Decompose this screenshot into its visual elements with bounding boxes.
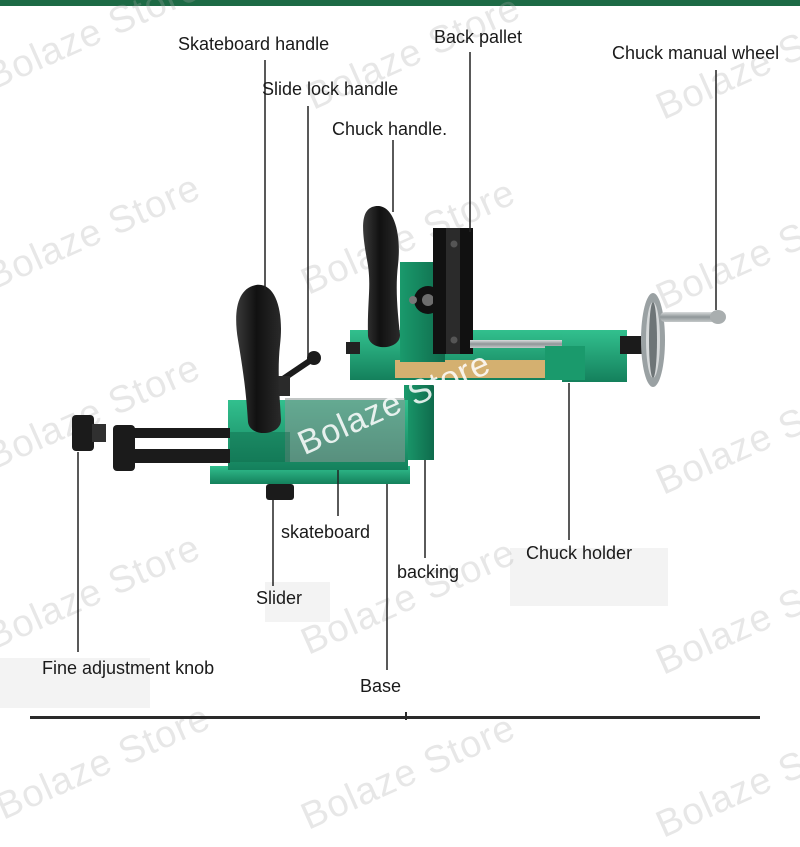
background-panel (265, 582, 330, 622)
label-chuck-holder: Chuck holder (526, 543, 633, 563)
label-slide-lock-handle: Slide lock handle (262, 79, 399, 99)
base (210, 398, 410, 484)
label-base: Base (360, 676, 402, 696)
chuck-manual-wheel (620, 293, 726, 387)
back-pallet (433, 228, 473, 354)
slider (266, 484, 294, 500)
bottom-divider-tick (405, 712, 407, 720)
label-chuck-manual-wheel: Chuck manual wheel (612, 43, 780, 63)
label-fine-adjustment-knob: Fine adjustment knob (42, 658, 215, 678)
label-skateboard: skateboard (281, 522, 371, 542)
backing (346, 342, 434, 460)
bottom-divider (30, 716, 760, 719)
lead-screw (470, 340, 650, 348)
top-brand-bar (0, 0, 800, 6)
background-panel (0, 658, 150, 708)
label-back-pallet: Back pallet (434, 27, 523, 47)
slide-lock-handle (272, 351, 321, 396)
skateboard-handle (236, 284, 281, 434)
fine-adjustment-knob (72, 415, 230, 471)
label-skateboard-handle: Skateboard handle (178, 34, 330, 54)
chuck-handle (363, 205, 400, 348)
label-slider: Slider (256, 588, 303, 608)
label-chuck-handle: Chuck handle. (332, 119, 448, 139)
leader-lines (77, 52, 717, 670)
label-backing: backing (397, 562, 460, 582)
machine-illustration (72, 52, 726, 670)
chuck-holder (545, 330, 627, 382)
background-panel (510, 548, 668, 606)
